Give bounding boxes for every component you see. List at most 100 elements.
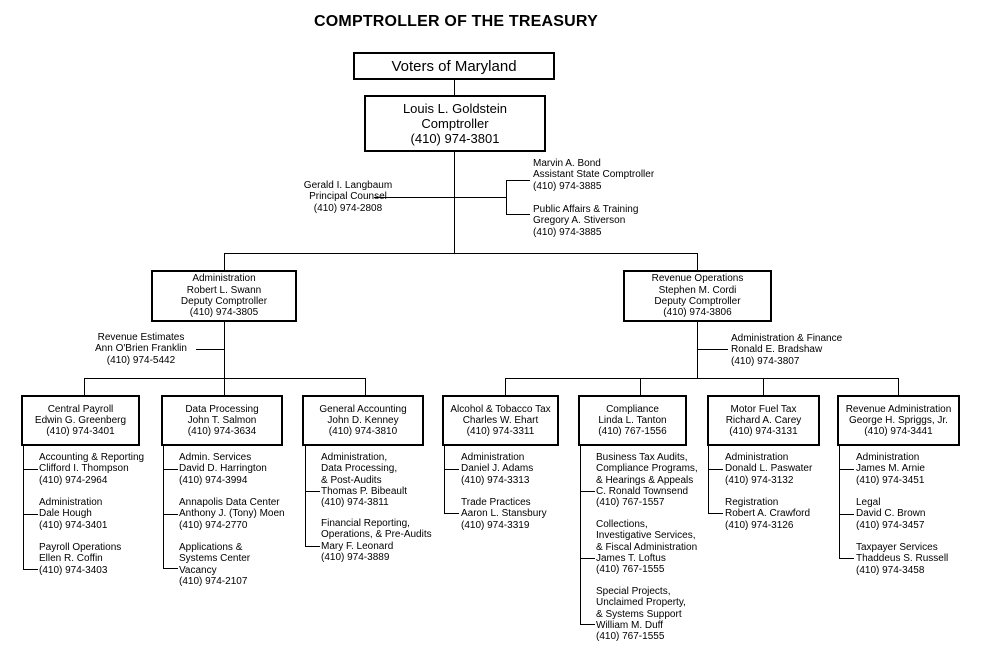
public-affairs-name: Gregory A. Stiverson bbox=[533, 215, 626, 227]
sub-unit: Payroll Operations Ellen R. Coffin (410)… bbox=[39, 542, 121, 576]
counsel-title: Principal Counsel bbox=[309, 191, 387, 203]
sub-unit-line: (410) 974-3319 bbox=[461, 519, 530, 531]
sub-unit-line: Mary F. Leonard bbox=[321, 540, 394, 552]
sub-unit-line: James M. Arnie bbox=[856, 463, 925, 475]
sub-unit-line: (410) 767-1555 bbox=[596, 631, 665, 643]
sub-unit-line: (410) 974-3313 bbox=[461, 474, 530, 486]
sub-unit-line: Annapolis Data Center bbox=[179, 497, 280, 508]
sub-unit: Special Projects, Unclaimed Property, & … bbox=[596, 586, 686, 642]
division-head: Edwin G. Greenberg bbox=[34, 414, 127, 426]
admin-finance-unit: Administration & Finance bbox=[731, 333, 843, 344]
division-box-compliance: Compliance Linda L. Tanton (410) 767-155… bbox=[578, 395, 687, 446]
sub-unit-line: (410) 974-3994 bbox=[179, 474, 248, 486]
revenue-estimates-unit: Revenue Estimates bbox=[97, 332, 185, 343]
sub-unit-line: & Systems Support bbox=[596, 608, 682, 620]
administration-phone: (410) 974-3805 bbox=[189, 307, 259, 319]
public-affairs-phone: (410) 974-3885 bbox=[533, 226, 602, 238]
division-unit: Revenue Administration bbox=[845, 403, 952, 415]
division-box-revenue-administration: Revenue Administration George H. Spriggs… bbox=[837, 395, 960, 446]
sub-unit-line: Thomas P. Bibeault bbox=[321, 485, 407, 497]
sub-unit-line: (410) 767-1557 bbox=[596, 497, 665, 509]
sub-unit-line: Compliance Programs, bbox=[596, 463, 698, 475]
sub-unit-line: Applications & bbox=[179, 542, 243, 553]
sub-unit-line: Investigative Services, bbox=[596, 530, 696, 542]
sub-unit-line: Admin. Services bbox=[179, 452, 252, 463]
sub-unit-line: Administration bbox=[461, 452, 525, 463]
sub-unit-line: & Post-Audits bbox=[321, 474, 382, 486]
sub-unit-line: Administration bbox=[725, 452, 789, 463]
sub-unit-line: Accounting & Reporting bbox=[39, 452, 145, 463]
division-unit: Data Processing bbox=[185, 403, 259, 415]
assistant-title: Assistant State Comptroller bbox=[533, 169, 655, 181]
sub-unit-line: (410) 974-3132 bbox=[725, 474, 794, 486]
sub-unit: Legal David C. Brown (410) 974-3457 bbox=[856, 497, 925, 531]
division-phone: (410) 974-3311 bbox=[466, 426, 535, 438]
division-unit: Motor Fuel Tax bbox=[730, 403, 797, 415]
sub-unit: Administration Daniel J. Adams (410) 974… bbox=[461, 452, 533, 486]
sub-unit-line: Clifford I. Thompson bbox=[39, 463, 129, 475]
sub-unit-line: (410) 974-3458 bbox=[856, 564, 925, 576]
administration-unit: Administration bbox=[192, 273, 256, 285]
sub-unit-line: (410) 974-3811 bbox=[321, 497, 389, 509]
assistant-node: Marvin A. Bond Assistant State Comptroll… bbox=[533, 158, 654, 192]
revenue-operations-phone: (410) 974-3806 bbox=[663, 307, 732, 319]
comptroller-phone: (410) 974-3801 bbox=[410, 131, 500, 146]
sub-unit-line: Thaddeus S. Russell bbox=[856, 553, 949, 565]
administration-name: Robert L. Swann bbox=[186, 284, 262, 296]
chart-title: COMPTROLLER OF THE TREASURY bbox=[314, 13, 598, 30]
sub-unit-line: Administration, bbox=[321, 452, 388, 463]
sub-unit-line: Legal bbox=[856, 497, 881, 508]
sub-unit: Admin. Services David D. Harrington (410… bbox=[179, 452, 267, 486]
sub-unit: Annapolis Data Center Anthony J. (Tony) … bbox=[179, 497, 285, 531]
revenue-operations-box: Revenue Operations Stephen M. Cordi Depu… bbox=[623, 270, 772, 322]
voters-label: Voters of Maryland bbox=[391, 57, 517, 75]
sub-unit-line: James T. Loftus bbox=[596, 552, 666, 564]
sub-unit: Collections, Investigative Services, & F… bbox=[596, 519, 697, 575]
public-affairs-unit: Public Affairs & Training bbox=[533, 204, 639, 215]
division-phone: (410) 767-1556 bbox=[598, 426, 667, 438]
assistant-phone: (410) 974-3885 bbox=[533, 180, 602, 192]
admin-finance-node: Administration & Finance Ronald E. Brads… bbox=[731, 333, 842, 367]
comptroller-box: Louis L. Goldstein Comptroller (410) 974… bbox=[364, 95, 546, 152]
revenue-operations-name: Stephen M. Cordi bbox=[658, 284, 737, 296]
sub-unit-line: Aaron L. Stansbury bbox=[461, 508, 547, 520]
sub-unit: Business Tax Audits, Compliance Programs… bbox=[596, 452, 698, 508]
counsel-node: Gerald I. Langbaum Principal Counsel (41… bbox=[290, 180, 406, 214]
sub-unit: Administration, Data Processing, & Post-… bbox=[321, 452, 407, 508]
revenue-estimates-phone: (410) 974-5442 bbox=[106, 354, 176, 366]
division-phone: (410) 974-3401 bbox=[46, 426, 115, 438]
sub-unit-line: C. Ronald Townsend bbox=[596, 485, 689, 497]
sub-unit-line: (410) 974-3403 bbox=[39, 564, 108, 576]
counsel-phone: (410) 974-2808 bbox=[313, 202, 383, 214]
sub-unit-line: Payroll Operations bbox=[39, 542, 122, 553]
sub-unit-line: Robert A. Crawford bbox=[725, 508, 811, 520]
administration-title: Deputy Comptroller bbox=[180, 296, 268, 307]
sub-unit: Administration James M. Arnie (410) 974-… bbox=[856, 452, 925, 486]
sub-unit-line: (410) 974-2107 bbox=[179, 575, 248, 587]
sub-unit-line: Donald L. Paswater bbox=[725, 463, 813, 475]
division-phone: (410) 974-3634 bbox=[187, 426, 257, 438]
sub-unit-line: (410) 974-3126 bbox=[725, 519, 794, 531]
sub-unit-line: Systems Center bbox=[179, 553, 251, 565]
counsel-name: Gerald I. Langbaum bbox=[303, 180, 393, 191]
division-phone: (410) 974-3441 bbox=[864, 426, 933, 438]
sub-unit-line: Trade Practices bbox=[461, 497, 531, 508]
division-phone: (410) 974-3131 bbox=[729, 426, 798, 438]
division-unit: General Accounting bbox=[319, 403, 407, 415]
sub-unit: Taxpayer Services Thaddeus S. Russell (4… bbox=[856, 542, 948, 576]
division-head: John D. Kenney bbox=[327, 414, 399, 426]
sub-unit-line: & Fiscal Administration bbox=[596, 541, 698, 553]
sub-unit-line: Collections, bbox=[596, 519, 648, 530]
sub-unit: Financial Reporting, Operations, & Pre-A… bbox=[321, 518, 432, 563]
sub-unit-line: William M. Duff bbox=[596, 619, 664, 631]
division-unit: Compliance bbox=[606, 403, 659, 415]
division-box-data-processing: Data Processing John T. Salmon (410) 974… bbox=[161, 395, 283, 446]
sub-unit: Trade Practices Aaron L. Stansbury (410)… bbox=[461, 497, 547, 531]
sub-unit: Administration Donald L. Paswater (410) … bbox=[725, 452, 812, 486]
sub-unit-line: Dale Hough bbox=[39, 508, 92, 520]
division-head: George H. Spriggs, Jr. bbox=[849, 414, 948, 426]
admin-finance-name: Ronald E. Bradshaw bbox=[731, 344, 823, 356]
comptroller-title: Comptroller bbox=[421, 116, 489, 131]
administration-box: Administration Robert L. Swann Deputy Co… bbox=[151, 270, 297, 322]
